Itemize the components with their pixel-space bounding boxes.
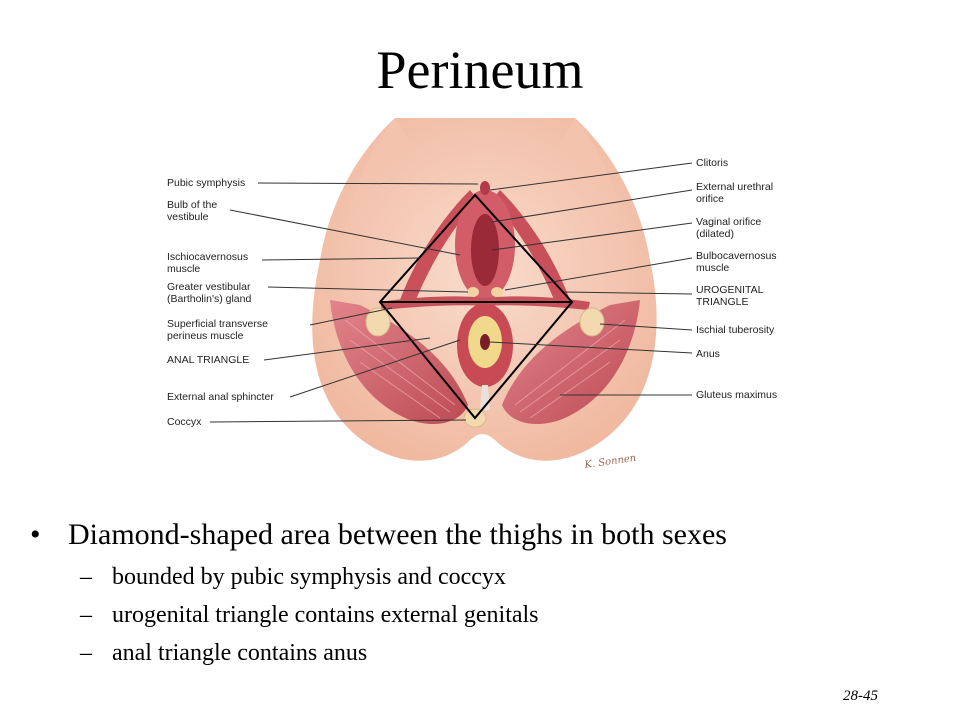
ischiocavernosus-right: [492, 190, 570, 302]
label-ischial-tuberosity: Ischial tuberosity: [696, 324, 775, 336]
bullet-marker: •: [30, 518, 41, 551]
slide-title: Perineum: [376, 40, 584, 100]
thigh-left: [350, 118, 415, 215]
sub-bullet-item: – urogenital triangle contains external …: [30, 599, 930, 631]
label-anus: Anus: [696, 348, 720, 360]
label-coccyx: Coccyx: [167, 416, 202, 428]
bullet-item: • Diamond-shaped area between the thighs…: [30, 515, 930, 555]
ischial-tuberosity-left: [365, 307, 391, 337]
gluteus-striations: [344, 319, 626, 419]
vaginal-orifice: [471, 214, 499, 286]
left-leader-lines: [209, 182, 479, 423]
label-vestibule: vestibule: [167, 211, 209, 223]
slide-number: 28-45: [843, 688, 878, 704]
label-pubic-symphysis: Pubic symphysis: [167, 177, 245, 189]
label-ischiocavernosus-muscle: muscle: [167, 263, 200, 275]
label-external-urethral: External urethral: [696, 181, 773, 193]
label-gluteus-maximus: Gluteus maximus: [696, 389, 777, 401]
sub-bullet-marker: –: [80, 640, 92, 666]
greater-vestibular-gland-right: [491, 287, 503, 297]
sub-bullet-text: bounded by pubic symphysis and coccyx: [112, 564, 506, 590]
label-dilated: (dilated): [696, 228, 734, 240]
label-perineus-muscle: perineus muscle: [167, 330, 244, 342]
label-anal-triangle: ANAL TRIANGLE: [167, 354, 249, 366]
label-triangle: TRIANGLE: [696, 296, 749, 308]
label-bulb-of-the: Bulb of the: [167, 199, 217, 211]
anus: [480, 334, 490, 350]
label-bulbocavernosus: Bulbocavernosus: [696, 250, 777, 262]
bullet-text: Diamond-shaped area between the thighs i…: [68, 518, 727, 551]
sub-bullet-item: – bounded by pubic symphysis and coccyx: [30, 561, 930, 593]
label-ischiocavernosus: Ischiocavernosus: [167, 251, 248, 263]
greater-vestibular-gland: [467, 287, 479, 297]
sub-bullet-item: – anal triangle contains anus: [30, 637, 930, 669]
label-orifice: orifice: [696, 193, 724, 205]
sub-bullet-text: urogenital triangle contains external ge…: [112, 602, 539, 628]
ischial-tuberosity-right: [579, 307, 605, 337]
label-vaginal-orifice: Vaginal orifice: [696, 216, 761, 228]
sub-bullet-marker: –: [80, 602, 92, 628]
label-external-anal-sphincter: External anal sphincter: [167, 391, 274, 403]
label-clitoris: Clitoris: [696, 157, 728, 169]
clitoris: [480, 181, 490, 195]
label-superficial-transverse: Superficial transverse: [167, 318, 268, 330]
perineum-diamond: [378, 193, 574, 420]
illustrator-signature: K. Sonnen: [583, 453, 637, 471]
sub-bullet-text: anal triangle contains anus: [112, 640, 368, 666]
perineum-illustration: Pubic symphysis Bulb of the vestibule Is…: [167, 118, 777, 471]
ischiocavernosus-left: [400, 190, 478, 302]
sub-bullet-marker: –: [80, 564, 92, 590]
label-bulbocavernosus-muscle: muscle: [696, 262, 729, 274]
label-greater-vestibular: Greater vestibular: [167, 281, 251, 293]
bullet-list: • Diamond-shaped area between the thighs…: [30, 515, 930, 669]
thigh-right: [555, 118, 620, 215]
right-leader-lines: [489, 162, 693, 396]
label-bartholins-gland: (Bartholin's) gland: [167, 293, 251, 305]
label-urogenital: UROGENITAL: [696, 284, 764, 296]
